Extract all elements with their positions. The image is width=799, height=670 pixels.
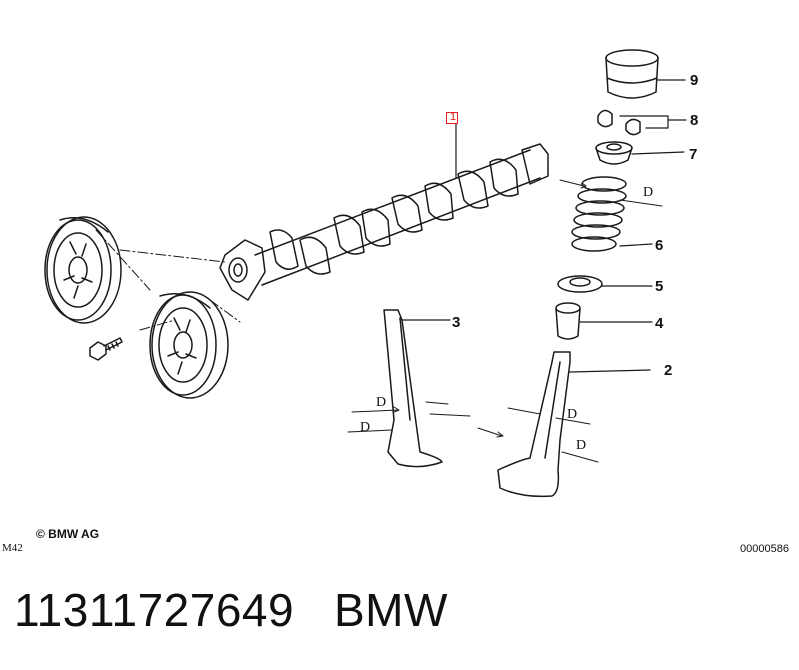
dimension-label: D: [360, 420, 371, 435]
spring-retainer: [595, 141, 685, 165]
valve-stem-seal: [555, 302, 653, 340]
exploded-parts-diagram: [44, 49, 687, 498]
part-number: 11311727649: [14, 584, 295, 636]
copyright-notice: © BMW AG: [36, 527, 100, 541]
bucket-tappet: [605, 49, 686, 99]
callout-9[interactable]: 9: [690, 72, 699, 89]
callout-3[interactable]: 3: [452, 314, 461, 331]
valve-spring: [571, 176, 653, 252]
callout-4[interactable]: 4: [655, 315, 664, 332]
camshaft: [219, 143, 549, 301]
callout-7[interactable]: 7: [689, 146, 698, 163]
camshaft-sprocket-rear: [44, 216, 122, 324]
selected-part-marker[interactable]: [446, 112, 458, 124]
dimension-label: D: [567, 407, 578, 422]
callout-5[interactable]: 5: [655, 278, 664, 295]
callout-6[interactable]: 6: [655, 237, 664, 254]
intake-valve: [383, 309, 451, 468]
camshaft-sprocket-front: [149, 291, 229, 399]
dimension-label: D: [643, 185, 654, 200]
exhaust-valve: [497, 351, 651, 498]
model-code: M42: [2, 542, 23, 554]
valve-keepers: [597, 109, 687, 136]
diagram-reference-number: 00000586: [740, 543, 789, 555]
callout-1[interactable]: 1: [450, 111, 457, 123]
alignment-lines: [95, 229, 241, 331]
dimension-lines: [347, 179, 663, 463]
callout-8[interactable]: 8: [690, 112, 699, 129]
callout-2[interactable]: 2: [664, 362, 673, 379]
spring-seat: [557, 275, 653, 293]
dimension-label: D: [376, 395, 387, 410]
part-caption: 11311727649 BMW: [14, 583, 448, 637]
sprocket-bolt: [89, 337, 123, 361]
brand-name: BMW: [333, 584, 448, 636]
dimension-label: D: [576, 438, 587, 453]
